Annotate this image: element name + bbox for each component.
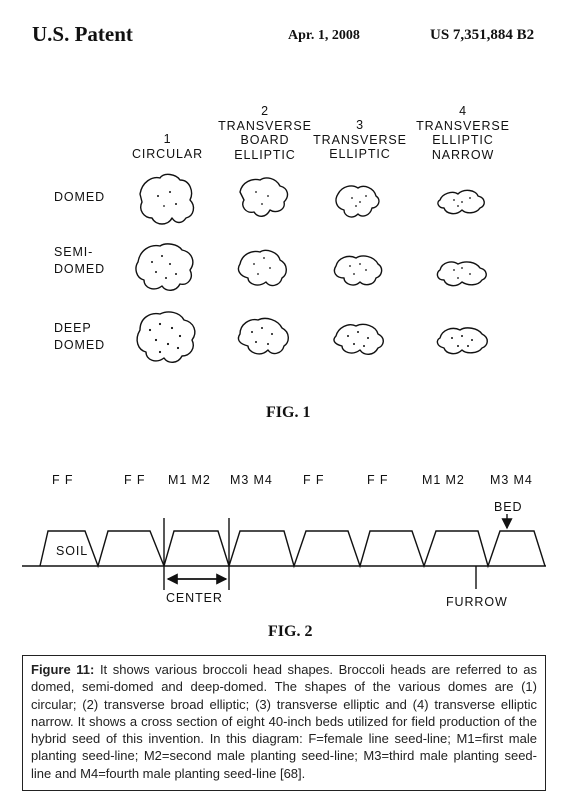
broccoli-head-deep-domed-elliptic: [333, 323, 384, 355]
column-header-transverse-board-elliptic: 2 TRANSVERSE BOARD ELLIPTIC: [210, 104, 320, 162]
row-label-text: DOMED: [54, 190, 106, 204]
column-label: TRANSVERSE: [313, 132, 407, 147]
broccoli-head-domed-narrow: [437, 189, 485, 215]
column-label: ELLIPTIC: [329, 147, 391, 161]
caption-text: It shows various broccoli head shapes. B…: [31, 662, 537, 781]
broccoli-head-deep-domed-circular: [136, 311, 196, 363]
column-label: ELLIPTIC: [432, 133, 494, 147]
broccoli-head-domed-board-elliptic: [239, 177, 289, 217]
column-label: TRANSVERSE: [218, 118, 312, 133]
broccoli-head-domed-circular: [139, 173, 195, 225]
bed-cross-section-diagram: [22, 514, 546, 590]
column-label: NARROW: [431, 147, 495, 162]
bed-profile-line: [39, 530, 546, 569]
seed-label: M3 M4: [230, 473, 273, 487]
column-header-transverse-elliptic: 3 TRANSVERSE ELLIPTIC: [305, 118, 415, 162]
broccoli-head-deep-domed-narrow: [436, 327, 488, 355]
patent-header: U.S. Patent Apr. 1, 2008 US 7,351,884 B2: [0, 0, 568, 50]
patent-date: Apr. 1, 2008: [288, 28, 360, 43]
seed-label: F F: [124, 473, 146, 487]
column-label: ELLIPTIC: [234, 147, 296, 162]
broccoli-head-deep-domed-board-elliptic: [237, 317, 289, 355]
seed-label: F F: [367, 473, 389, 487]
broccoli-head-semi-domed-board-elliptic: [237, 249, 287, 287]
row-label-text: DOMED: [54, 338, 106, 352]
row-label-text: DEEP: [54, 321, 92, 335]
broccoli-head-semi-domed-circular: [135, 243, 194, 291]
column-header-circular: 1 CIRCULAR: [120, 132, 215, 161]
patent-label: U.S. Patent: [32, 22, 133, 46]
column-number: 1: [163, 132, 172, 146]
row-label-text: DOMED: [54, 262, 106, 276]
row-label-domed: DOMED: [54, 189, 105, 206]
row-label-deep-domed: DEEP DOMED: [54, 320, 105, 354]
broccoli-shapes-figure: [135, 173, 488, 363]
furrow-label: FURROW: [446, 595, 508, 609]
seed-label: M3 M4: [490, 473, 533, 487]
broccoli-head-semi-domed-elliptic: [333, 255, 383, 286]
column-header-transverse-elliptic-narrow: 4 TRANSVERSE ELLIPTIC NARROW: [408, 104, 518, 162]
seed-label: M1 M2: [422, 473, 465, 487]
row-label-semi-domed: SEMI- DOMED: [54, 244, 105, 278]
column-number: 2: [261, 104, 269, 118]
broccoli-head-semi-domed-narrow: [436, 261, 487, 287]
seed-label: F F: [52, 473, 74, 487]
bed-label: BED: [494, 500, 523, 514]
patent-number: US 7,351,884 B2: [430, 27, 535, 43]
floret-dots: [148, 191, 473, 354]
column-number: 4: [459, 104, 467, 118]
column-number: 3: [356, 118, 364, 132]
broccoli-head-domed-elliptic: [335, 185, 380, 218]
figure-caption: Figure 11: It shows various broccoli hea…: [22, 655, 546, 791]
column-label: CIRCULAR: [131, 146, 204, 161]
row-label-text: SEMI-: [54, 245, 94, 259]
soil-label: SOIL: [56, 544, 89, 558]
center-label: CENTER: [166, 591, 223, 605]
column-label: TRANSVERSE: [416, 118, 510, 133]
column-label: BOARD: [240, 133, 290, 147]
fig2-title: FIG. 2: [268, 623, 313, 640]
fig1-title: FIG. 1: [266, 404, 311, 421]
caption-label: Figure 11:: [31, 662, 95, 677]
seed-label: M1 M2: [168, 473, 211, 487]
seed-label: F F: [303, 473, 325, 487]
